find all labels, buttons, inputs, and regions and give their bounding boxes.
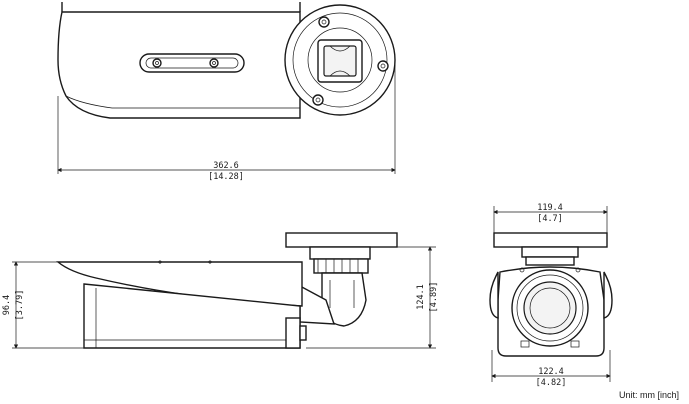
length-in-label: [14.28] [208,172,244,182]
length-mm-label: 362.6 [213,161,239,171]
unit-label: Unit: mm [inch] [618,390,679,400]
front-lens [523,281,577,335]
top-view: 362.6 [14.28] [57,2,396,182]
total-height-in-label: [4.89] [429,282,439,313]
side-view: 96.4 [3.79] 124.1 [4.89] [2,232,439,349]
width-in-label: [4.7] [537,214,563,224]
front-width-in-label: [4.82] [536,378,567,388]
side-mount-plate [285,232,398,248]
height-in-label: [3.79] [15,290,25,321]
front-width-mm-label: 122.4 [538,367,564,377]
front-view: 119.4 [4.7] 122.4 [4.82] [489,203,613,388]
height-mm-label: 96.4 [2,295,12,315]
total-height-mm-label: 124.1 [416,284,426,310]
front-mount-plate [493,232,608,248]
top-slot [139,53,245,73]
width-mm-label: 119.4 [537,203,563,213]
